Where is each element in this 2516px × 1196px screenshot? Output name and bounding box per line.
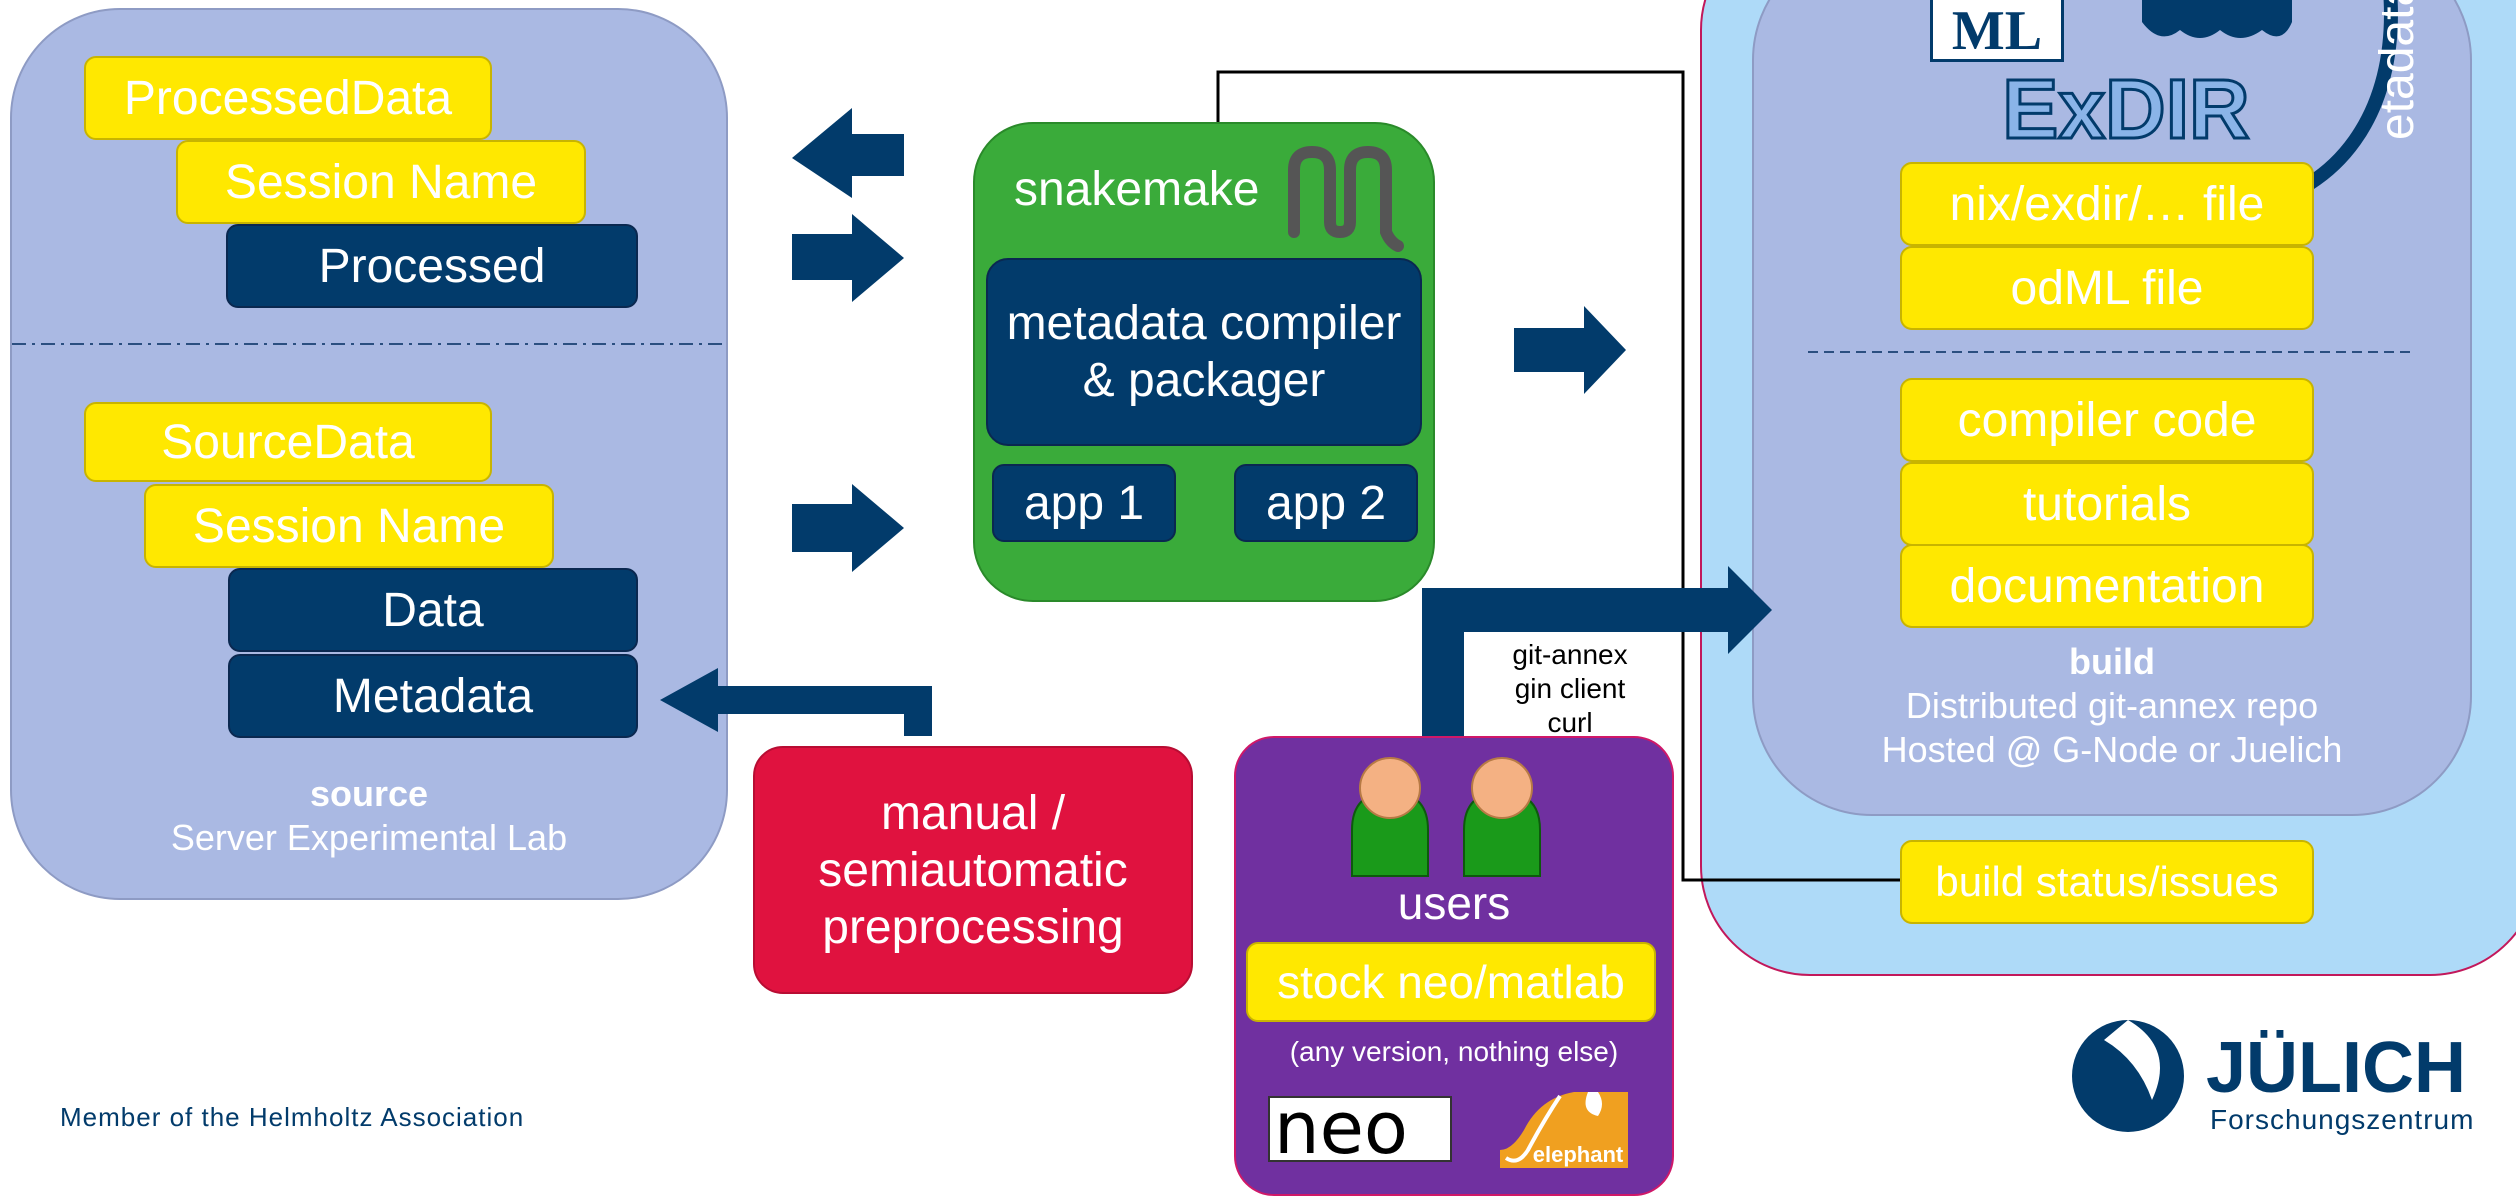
processed-box: Processed: [226, 224, 638, 308]
arrow-from-processed: [792, 214, 904, 302]
tool-git-annex: git-annex: [1512, 639, 1628, 670]
build-caption-line2: Hosted @ G-Node or Juelich: [1881, 729, 2343, 770]
elephant-logo-text: elephant: [1532, 1142, 1624, 1167]
snakemake-title: snakemake: [1014, 163, 1260, 216]
manual-preprocessing-box: manual / semiautomatic preprocessing: [753, 746, 1193, 994]
documentation-box: documentation: [1900, 544, 2314, 628]
build-caption-line1: Distributed git-annex repo: [1905, 685, 2319, 726]
app1-box: app 1: [992, 464, 1176, 542]
status-connector: [1216, 70, 1900, 882]
exdir-logo: ExDIR: [2001, 62, 2251, 156]
compiler-code-box: compiler code: [1900, 378, 2314, 462]
footer-member-text: Member of the Helmholtz Association: [60, 1102, 525, 1132]
tool-curl: curl: [1547, 707, 1593, 738]
neo-logo: neo: [1268, 1096, 1452, 1162]
user-icon: [1351, 757, 1429, 877]
source-caption-sub: Server Experimental Lab: [170, 817, 568, 858]
data-box: Data: [228, 568, 638, 652]
processed-data-folder: ProcessedData: [84, 56, 492, 140]
stock-neo-matlab-box: stock neo/matlab: [1246, 942, 1656, 1022]
source-session-name: Session Name: [144, 484, 554, 568]
processed-session-name: Session Name: [176, 140, 586, 224]
users-label: users: [1397, 877, 1511, 929]
odml-file-box: odML file: [1900, 246, 2314, 330]
snake-icon: [1288, 145, 1404, 252]
tool-gin-client: gin client: [1514, 673, 1626, 704]
nix-logo-icon: [2142, 0, 2292, 38]
arrow-to-build: [1514, 306, 1626, 394]
arrow-manual-to-metadata: [660, 668, 932, 736]
users-note: (any version, nothing else): [1289, 1036, 1619, 1067]
compiler-box: metadata compiler & packager: [986, 258, 1422, 446]
nix-file-box: nix/exdir/… file: [1900, 162, 2314, 246]
julich-logo-icon: [2072, 1020, 2184, 1132]
odml-logo: ML: [1930, 0, 2064, 62]
source-caption-title: source: [309, 773, 429, 814]
user-icon: [1463, 757, 1541, 877]
source-data-folder: SourceData: [84, 402, 492, 482]
arrow-from-source: [792, 484, 904, 572]
arrow-users-to-build: [1422, 566, 1772, 736]
julich-brand-sub: Forschungszentrum: [2210, 1104, 2475, 1135]
build-caption-title: build: [2069, 641, 2155, 682]
julich-brand: JÜLICH: [2206, 1028, 2467, 1108]
elephant-logo-icon: [1500, 1092, 1628, 1168]
app2-box: app 2: [1234, 464, 1418, 542]
arrow-to-processed: [792, 108, 904, 198]
tutorials-box: tutorials: [1900, 462, 2314, 546]
metadata-box: Metadata: [228, 654, 638, 738]
build-status-box: build status/issues: [1900, 840, 2314, 924]
